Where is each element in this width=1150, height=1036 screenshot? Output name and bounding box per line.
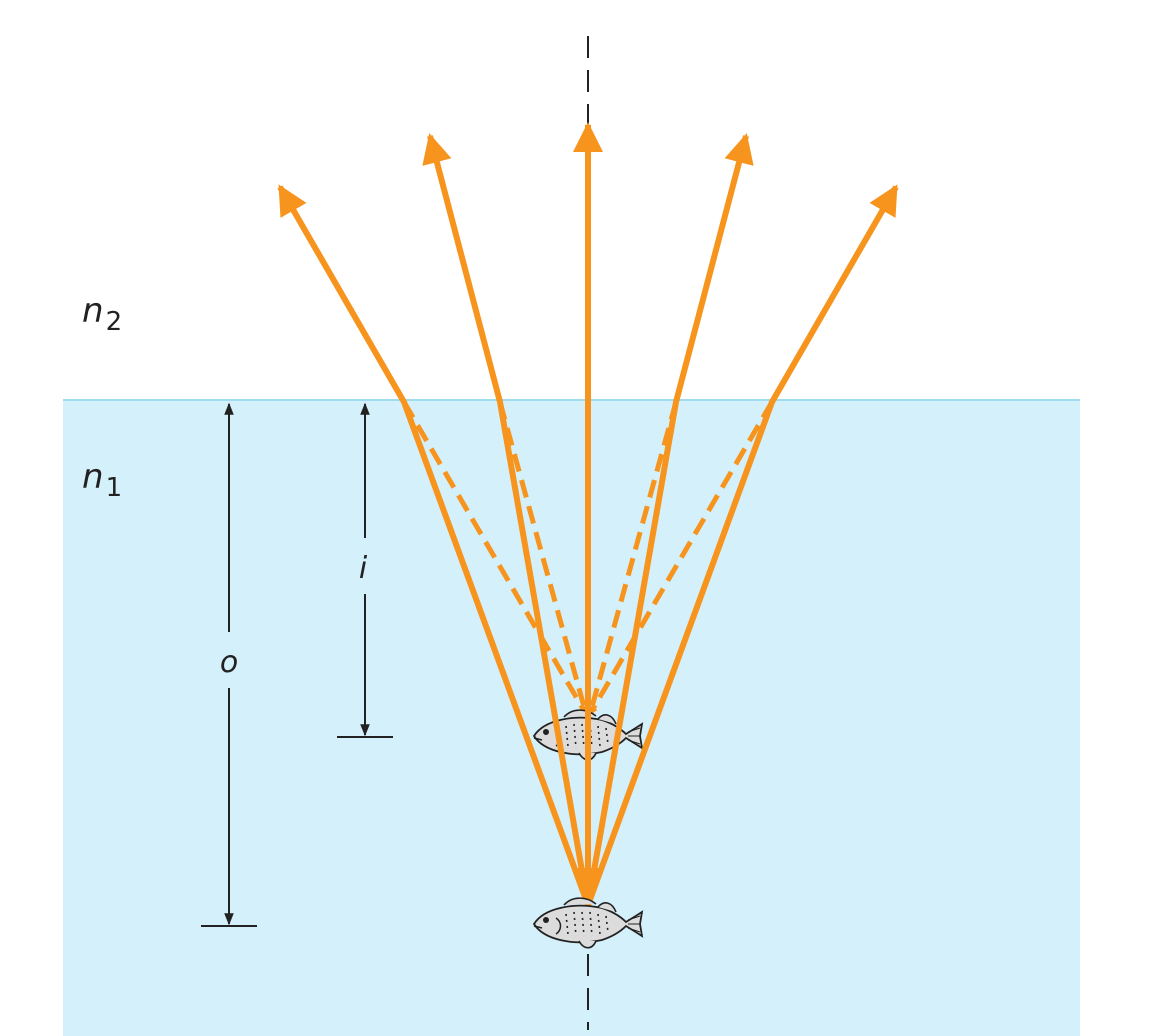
ray-near-right <box>585 133 754 906</box>
image-distance-marker: i <box>337 402 393 738</box>
virtual-ray-far-right <box>587 400 775 716</box>
label-i: i <box>359 551 368 586</box>
label-n2: n2 <box>82 291 122 337</box>
ray-near-left <box>422 133 591 906</box>
virtual-ray-far-left <box>401 400 589 716</box>
label-n1: n1 <box>82 457 122 503</box>
ray-far-right <box>585 184 899 907</box>
ray-origin-point <box>572 868 604 912</box>
virtual-ray-extensions <box>401 400 775 716</box>
object-distance-marker: o <box>201 402 257 927</box>
real-rays <box>277 122 899 907</box>
ray-far-left <box>277 184 591 907</box>
label-o: o <box>220 645 238 680</box>
